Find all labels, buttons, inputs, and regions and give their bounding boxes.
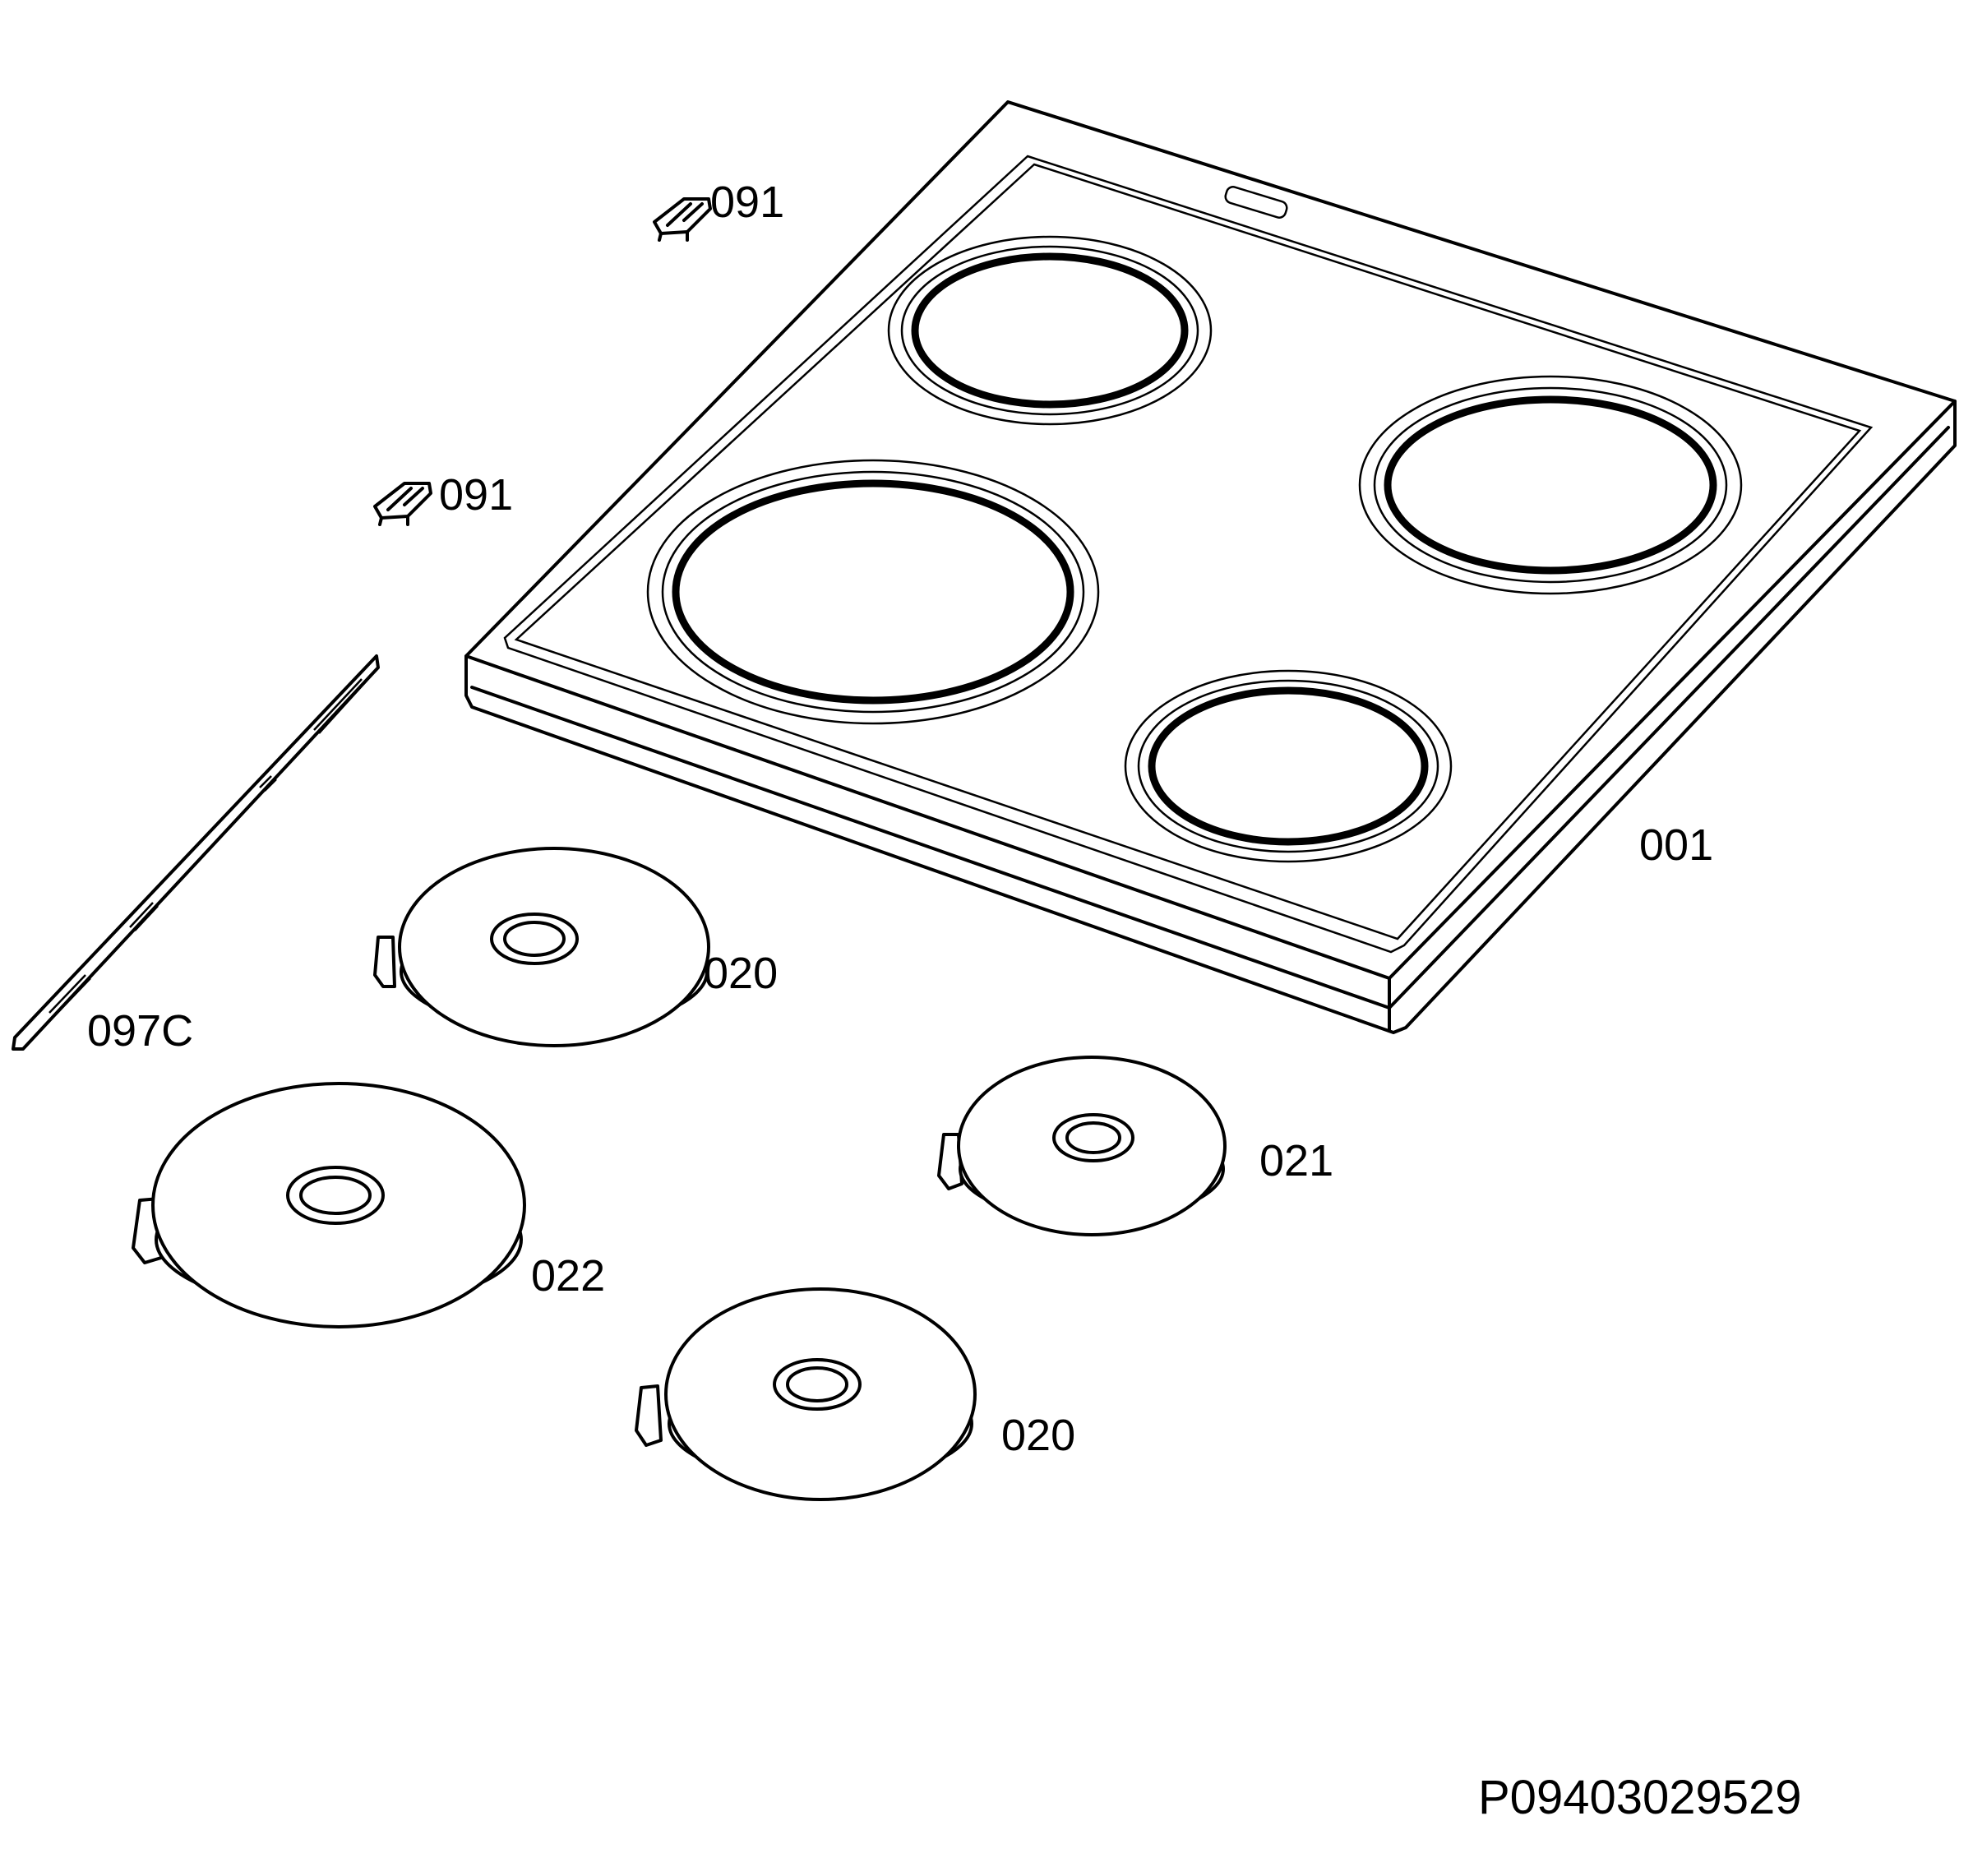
hotplate-front-large	[132, 1082, 526, 1328]
hob-opening-right	[1358, 375, 1743, 595]
drawing-code: P09403029529	[1478, 1771, 1802, 1824]
hotplate-front-small	[635, 1287, 977, 1501]
label-021: 021	[1259, 1136, 1333, 1185]
label-020-upper: 020	[704, 949, 778, 998]
hob-opening-front-right	[1124, 669, 1453, 863]
label-020-lower: 020	[1001, 1411, 1075, 1460]
hotplate-rear-left	[373, 847, 710, 1047]
label-091-lower: 091	[439, 470, 513, 520]
trim-strip	[12, 654, 380, 1051]
label-091-upper: 091	[710, 178, 784, 227]
spring-clip-lower	[373, 482, 432, 526]
spring-clip-upper	[653, 197, 712, 242]
label-097c: 097C	[87, 1006, 193, 1056]
label-022: 022	[531, 1251, 605, 1301]
hob-opening-front-left	[646, 459, 1100, 725]
hotplate-right	[937, 1056, 1227, 1236]
hob-top-plate	[464, 100, 1957, 1034]
hob-opening-rear-left	[887, 235, 1213, 426]
label-001: 001	[1639, 820, 1713, 870]
